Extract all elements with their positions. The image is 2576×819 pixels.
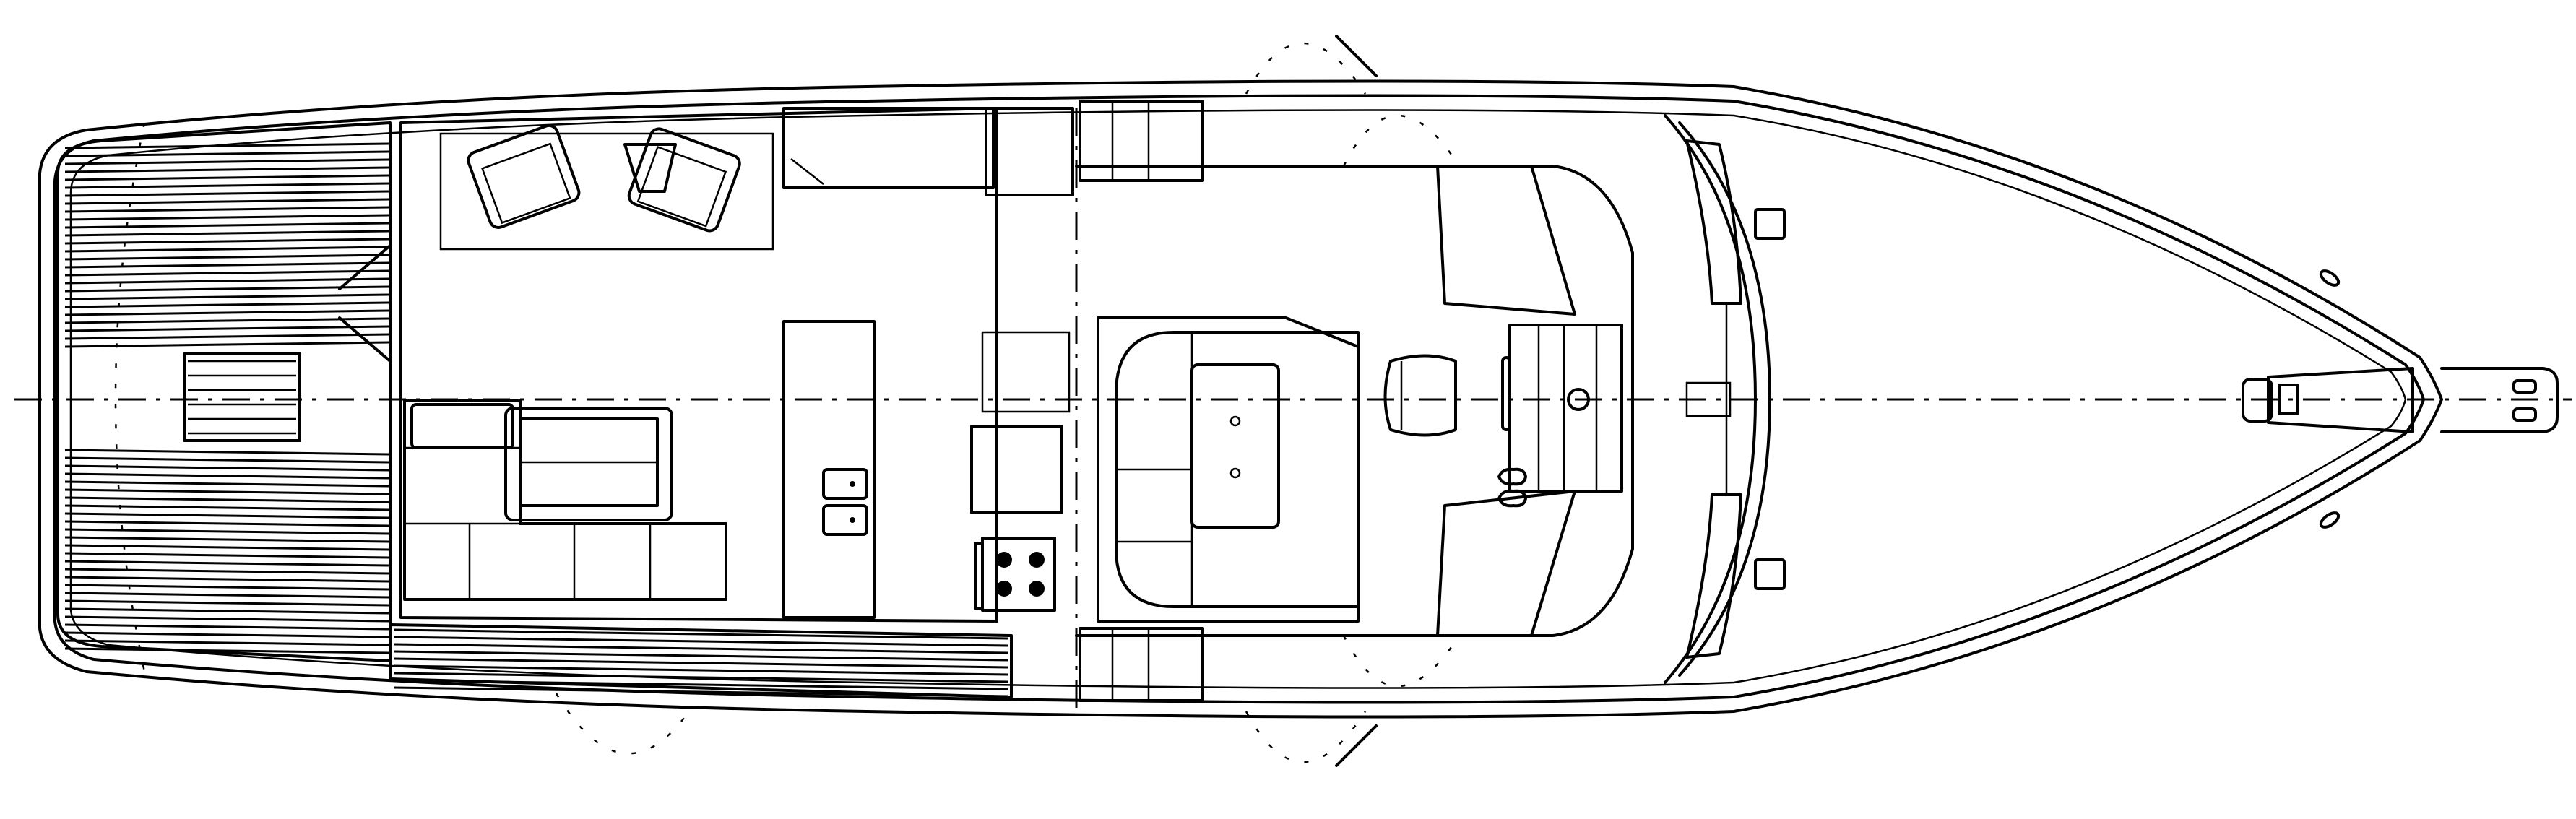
helm-door-swing-lower	[1342, 635, 1461, 688]
salon-sofa	[403, 399, 727, 601]
foredeck-box	[1685, 381, 1732, 417]
salon-chair-left	[467, 124, 581, 229]
throttles	[1497, 467, 1527, 508]
foredeck-hatch-starboard	[1754, 558, 1786, 590]
aft-cockpit-teak-deck	[56, 121, 1008, 698]
helm-door-swing-upper	[1342, 114, 1461, 167]
helm-console-lower	[1436, 490, 1576, 637]
salon-door-leaf-lower	[338, 316, 392, 363]
galley-fridge	[985, 107, 1074, 196]
bow-pulpit	[2440, 367, 2559, 433]
sun-pad-lower	[1685, 493, 1742, 659]
salon	[399, 107, 998, 623]
salon-side-table	[623, 143, 677, 193]
galley-cabinet	[981, 331, 1071, 413]
salon-chair-right	[627, 127, 741, 233]
dinette-settee	[1115, 331, 1360, 608]
salon-cabinet	[782, 107, 995, 189]
helm-dash	[1501, 324, 1623, 493]
side-deck-teak-starboard	[389, 623, 1013, 698]
helm	[1075, 165, 1634, 637]
salon-door-leaf-upper	[338, 244, 392, 290]
cleat-port	[2319, 269, 2341, 287]
side-door-port	[1245, 42, 1367, 95]
dinette-table	[1190, 363, 1280, 529]
cleat-starboard	[2319, 511, 2341, 529]
helm-console-upper	[1436, 165, 1576, 316]
foredeck	[1664, 114, 2559, 684]
galley-sink	[822, 468, 868, 536]
helm-seat	[1383, 354, 1457, 437]
anchor-windlass	[2242, 367, 2414, 433]
cockpit-hatch	[183, 352, 301, 442]
sun-pad-upper	[1685, 139, 1742, 305]
steering-wheel	[1567, 388, 1590, 411]
throttle-lever	[1501, 356, 1511, 431]
door-swings	[555, 35, 1461, 767]
cockpit-door-swing	[555, 693, 687, 755]
galley-microwave	[970, 425, 1063, 514]
galley-stove	[974, 537, 1056, 612]
foredeck-hatch-port	[1754, 208, 1786, 240]
dinette	[1097, 316, 1360, 623]
galley-counter	[782, 320, 876, 619]
salon-table	[504, 407, 673, 521]
galley	[782, 107, 1078, 715]
